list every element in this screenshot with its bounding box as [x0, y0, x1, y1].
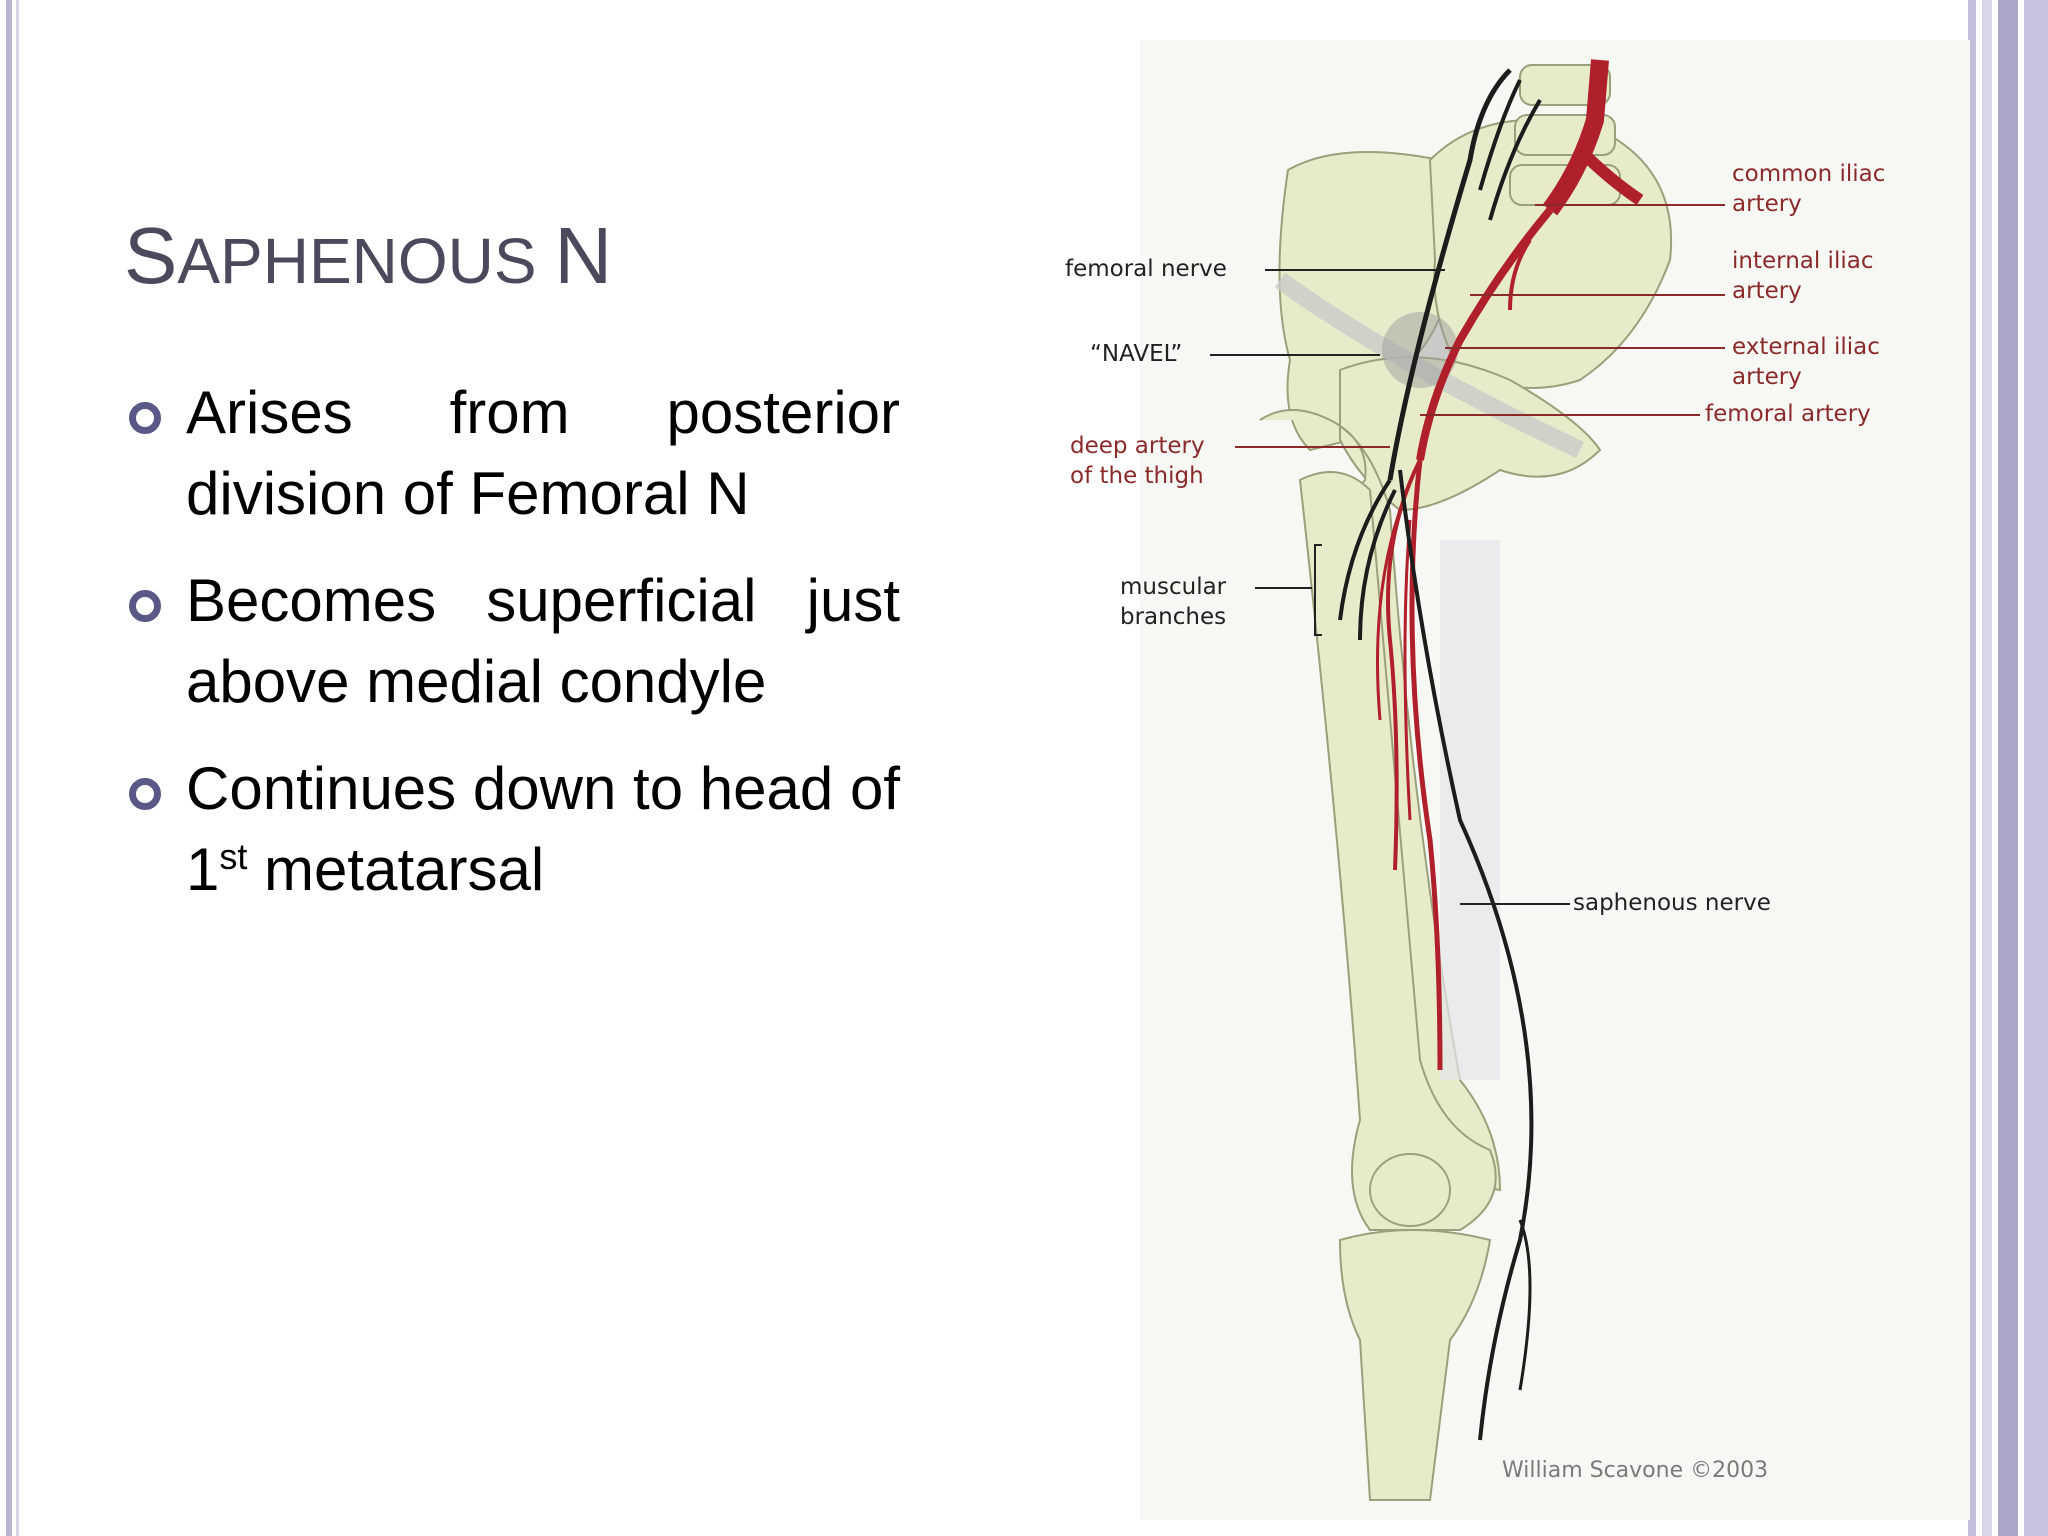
common-iliac-artery — [1575, 145, 1644, 205]
label-femoral-artery: femoral artery — [1705, 401, 1871, 427]
frame-stripe — [16, 0, 19, 1536]
vertebra — [1519, 64, 1611, 106]
bullet-text: Continues down to head of 1st metatarsal — [186, 748, 900, 910]
femur-shaft — [1298, 471, 1497, 1231]
label-common-iliac-line2: artery — [1732, 191, 1802, 217]
bullet-item: Becomes superficial just above medial co… — [124, 560, 900, 722]
label-femoral-nerve: femoral nerve — [1065, 256, 1227, 282]
bullet-item: Arises from posterior division of Femora… — [124, 372, 900, 534]
saphenous-nerve-branch — [1518, 1219, 1532, 1391]
muscular-branch — [1376, 509, 1402, 721]
frame-stripe — [6, 0, 12, 1536]
bullet-marker-icon — [129, 778, 161, 810]
label-muscular-line1: muscular — [1120, 574, 1227, 600]
title-initial: N — [554, 211, 613, 300]
anatomy-diagram: femoral nerve “NAVEL” deep artery of the… — [1040, 40, 1970, 1520]
internal-iliac-artery — [1508, 238, 1532, 311]
frame-stripe — [1968, 0, 1976, 1536]
label-muscular-line2: branches — [1120, 604, 1226, 630]
ordinal-superscript: st — [219, 836, 248, 877]
label-external-iliac-line1: external iliac — [1732, 334, 1880, 360]
saphenous-nerve-path — [1398, 469, 1534, 1441]
muscular-branch — [1403, 519, 1412, 821]
bullet-text-part: metatarsal — [247, 836, 545, 903]
slide-frame-right — [1968, 0, 2048, 1536]
bullet-list: Arises from posterior division of Femora… — [124, 372, 900, 936]
bullet-marker-icon — [129, 402, 161, 434]
nerve-root — [1488, 98, 1542, 221]
label-internal-iliac-line2: artery — [1732, 278, 1802, 304]
patella — [1369, 1153, 1451, 1227]
slide-title: SAPHENOUS N — [124, 210, 612, 302]
tibia — [1338, 1229, 1492, 1501]
nerve-root — [1478, 79, 1522, 191]
external-iliac-artery — [1416, 207, 1554, 461]
bullet-text: Arises from posterior division of Femora… — [186, 379, 900, 527]
bullet-text: Becomes superficial just above medial co… — [186, 567, 900, 715]
image-credit: William Scavone ©2003 — [1502, 1458, 1769, 1483]
bullet-text-part: Continues down to head of 1 — [186, 755, 900, 903]
label-external-iliac-line2: artery — [1732, 364, 1802, 390]
label-navel: “NAVEL” — [1090, 341, 1182, 367]
muscular-nerve-branch — [1338, 478, 1392, 621]
femoral-nerve — [1387, 68, 1512, 481]
bullet-marker-icon — [129, 590, 161, 622]
label-deep-artery-line1: deep artery — [1070, 433, 1205, 459]
label-common-iliac-line1: common iliac — [1732, 161, 1885, 187]
aorta — [1542, 59, 1609, 216]
frame-stripe — [1998, 0, 2018, 1536]
muscular-nerve-branch — [1358, 489, 1397, 641]
slide-frame-left — [0, 0, 24, 1536]
frame-stripe — [2024, 0, 2048, 1536]
title-word: APHENOUS — [177, 225, 537, 297]
label-saphenous-nerve: saphenous nerve — [1573, 890, 1771, 916]
frame-stripe — [1982, 0, 1992, 1536]
title-initial: S — [124, 211, 178, 300]
label-deep-artery-line2: of the thigh — [1070, 463, 1204, 489]
label-internal-iliac-line1: internal iliac — [1732, 248, 1873, 274]
bullet-item: Continues down to head of 1st metatarsal — [124, 748, 900, 910]
leg-anatomy-illustration: femoral nerve “NAVEL” deep artery of the… — [1065, 40, 1970, 1520]
